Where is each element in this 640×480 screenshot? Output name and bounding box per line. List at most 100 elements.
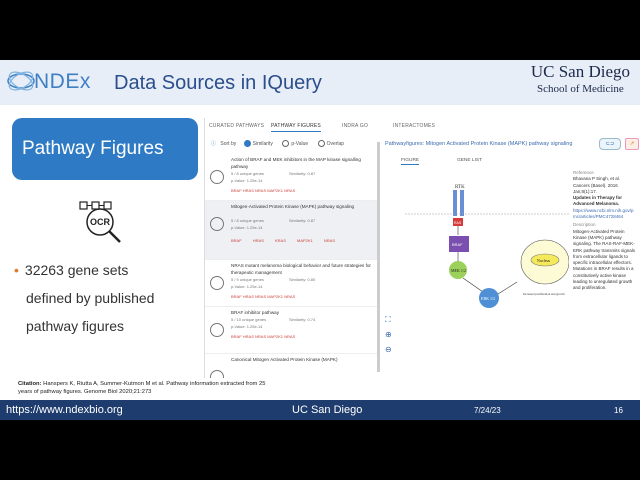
outcome-label: Increased proliferation and growth [523,292,565,296]
sort-pvalue-radio[interactable] [282,140,290,148]
citation: Citation: Hanspers K, Riutta A, Summer-K… [18,380,278,396]
bullet-point: •32263 gene sets defined by published pa… [14,256,194,340]
footer-page-number: 16 [614,406,623,415]
pathway-figure: RTK RAS BRAF MEK 1/2 ERK 1/2 Nucleus [405,185,569,308]
results-scrollbar[interactable] [377,142,380,372]
figure-icon [210,276,224,290]
zoom-in-icon[interactable]: ⊕ [385,330,392,339]
sort-similarity-label[interactable]: Similarity [252,141,273,147]
result-similarity: Similarity: 0.87 [289,218,316,223]
iquery-screenshot: CURATED PATHWAYS PATHWAY FIGURES INDRA G… [204,118,640,378]
rtk-bar-left [453,190,457,216]
reference-title: Updates in Therapy for Advanced Melanoma… [573,195,623,207]
figure-icon [210,170,224,184]
ucsd-logo-line2: School of Medicine [537,83,624,95]
source-tabs: CURATED PATHWAYS PATHWAY FIGURES INDRA G… [205,118,640,132]
description-text: Mitogen-Activated Protein Kinase (MAPK) … [573,228,636,291]
ucsd-logo-line1: UC San Diego [530,62,630,81]
footer-url[interactable]: https://www.ndexbio.org [6,404,123,416]
sort-similarity-radio[interactable] [243,140,251,148]
result-pvalue: p-Value: 1.25e-14 [231,225,263,230]
tab-curated-pathways[interactable]: CURATED PATHWAYS [209,123,265,129]
mek-node [449,261,467,279]
detail-panel: Pathwayfigures: Mitogen Activated Protei… [381,138,640,378]
sort-label: Sort by [220,141,237,147]
result-item[interactable]: NRAS mutant melanoma biological behavior… [205,260,377,307]
sort-pvalue-label[interactable]: p-Value [291,141,309,147]
ocr-icon: OCR [79,201,121,243]
result-count: 5 / 9 unique genes [231,277,264,282]
result-item[interactable]: Mitogen-Activated Protein Kinase (MAPK) … [205,201,377,260]
citation-text: Hanspers K, Riutta A, Summer-Kutmon M et… [18,381,266,395]
ndex-logo-text: NDEx [34,70,91,93]
detail-sidebar: Reference Bhavana P Singh, et al. Cancer… [573,170,637,346]
ucsd-logo: UC San Diego School of Medicine [531,62,630,95]
pathway-figures-box: Pathway Figures [12,118,198,180]
tab-indra-go[interactable]: INDRA GO [342,123,369,129]
result-count: 5 / 8 unique genes [231,171,264,176]
result-genes: BRAF HRAS NRAS MAP2K1 NRAS [231,334,296,339]
open-external-icon[interactable]: ↗ [625,138,639,150]
bullet-line-2: defined by published [26,290,155,306]
results-list: Action of BRAF and MEK inhibitors in the… [205,154,377,378]
footer-date: 7/24/23 [474,406,501,415]
result-similarity: Similarity: 0.74 [289,317,316,322]
mek-label: MEK 1/2 [451,268,466,273]
erk-label: ERK 1/2 [481,296,495,301]
result-similarity: Similarity: 0.87 [289,171,316,176]
result-genes: BRAF HRAS KRAS MAP2K1 NRAS [231,238,336,243]
result-similarity: Similarity: 0.80 [289,277,316,282]
tab-gene-list[interactable]: GENE LIST [457,158,483,163]
citation-label: Citation: [18,381,42,387]
result-title: Canonical Mitogen Activated Protein Kina… [231,357,338,362]
figure-icon [210,323,224,337]
rtk-bar-right [460,190,464,216]
ras-label: RAS [454,221,462,225]
result-count: 5 / 8 unique genes [231,218,264,223]
tab-pathway-figures[interactable]: PATHWAY FIGURES [271,123,321,132]
result-count: 5 / 10 unique genes [231,317,267,322]
result-item[interactable]: Canonical Mitogen Activated Protein Kina… [205,354,377,378]
sort-overlap-label[interactable]: Overlap [326,141,345,147]
description-label: Description [573,222,596,228]
footer-org: UC San Diego [292,404,363,416]
bullet-line-3: pathway figures [26,318,125,334]
tab-figure[interactable]: FIGURE [401,158,420,165]
figure-icon [210,217,224,231]
tab-interactomes[interactable]: INTERACTOMES [393,123,436,129]
result-title: NRAS mutant melanoma biological behavior… [231,263,371,275]
info-icon: ⓘ [211,141,217,147]
nucleus-label: Nucleus [537,258,551,263]
erk-node [479,288,499,308]
result-genes: BRAF HRAS NRAS MAP2K1 NRAS [231,188,296,193]
ndex-logo: NDEx [6,66,102,96]
reference-link[interactable]: https://www.ncbi.nlm.nih.gov/pmc/article… [573,207,634,220]
zoom-out-icon[interactable]: ⊖ [385,345,392,354]
result-item[interactable]: Action of BRAF and MEK inhibitors in the… [205,154,377,201]
pathway-figures-label: Pathway Figures [22,138,164,159]
detail-tabs: FIGURE GENE LIST [381,156,571,166]
fit-icon[interactable]: ⛶ [385,315,391,324]
reference-label: Reference [573,170,594,175]
slide: NDEx Data Sources in IQuery UC San Diego… [0,60,640,420]
result-title: Action of BRAF and MEK inhibitors in the… [231,157,361,169]
header-band: NDEx Data Sources in IQuery UC San Diego… [0,60,640,105]
result-title: Mitogen-Activated Protein Kinase (MAPK) … [231,204,355,209]
result-title: BRAF inhibitor pathway [231,310,280,315]
result-pvalue: p-Value: 1.25e-14 [231,324,263,329]
sort-overlap-radio[interactable] [317,140,325,148]
detail-title: Pathwayfigures: Mitogen Activated Protei… [385,141,573,147]
zoom-controls: ⛶ ⊕ ⊖ [385,312,392,357]
braf-label: BRAF [452,242,463,247]
ndex-globe-icon [7,71,35,91]
braf-node [449,236,469,252]
result-pvalue: p-Value: 1.25e-14 [231,284,263,289]
rtk-label: RTK [455,185,465,190]
ras-node [453,218,463,226]
link-icon[interactable]: ⊂⊃ [599,138,621,150]
ocr-text: OCR [90,217,111,227]
result-genes: BRAF HRAS NRAS MAP2K1 NRAS [231,294,296,299]
slide-title: Data Sources in IQuery [114,72,322,94]
result-item[interactable]: BRAF inhibitor pathway 5 / 10 unique gen… [205,307,377,354]
bullet-line-1: 32263 gene sets [24,262,129,278]
